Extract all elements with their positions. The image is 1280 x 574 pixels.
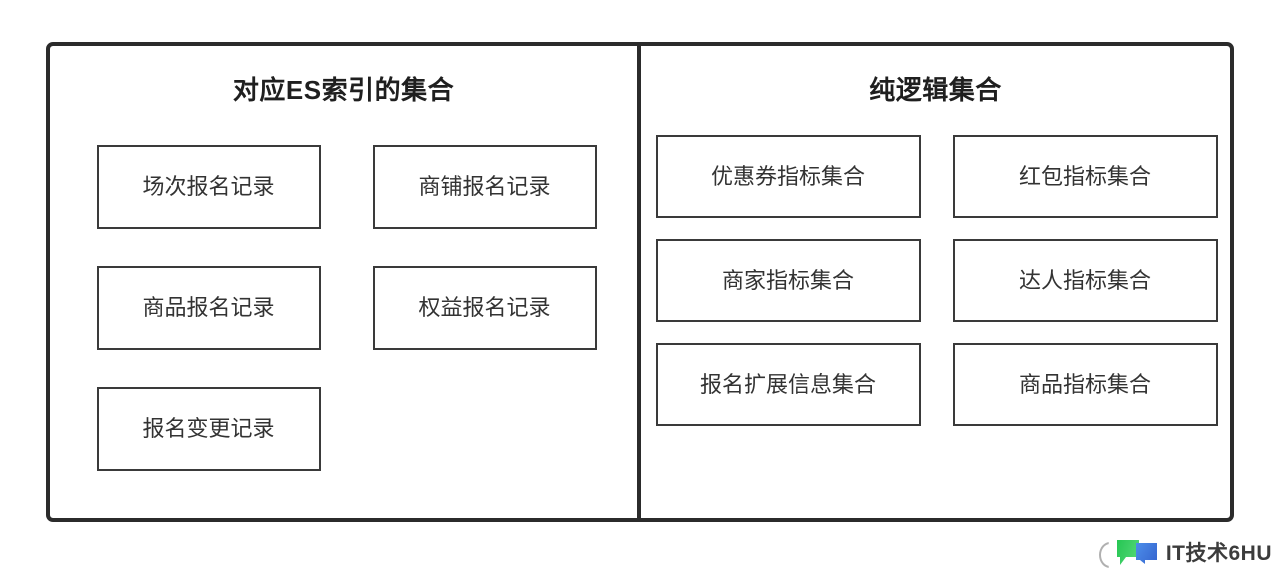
- collection-box[interactable]: 优惠券指标集合: [655, 135, 921, 219]
- watermark-text: IT技术6HU: [1165, 541, 1272, 565]
- speech-bubble-icon: [1115, 538, 1159, 568]
- collection-box[interactable]: 场次报名记录: [96, 145, 321, 230]
- box-grid-es-index-collections: 场次报名记录 商铺报名记录 商品报名记录 权益报名记录 报名变更记录: [50, 145, 637, 472]
- box-grid-pure-logic-collections: 优惠券指标集合 红包指标集合 商家指标集合 达人指标集合 报名扩展信息集合 商品…: [641, 135, 1230, 427]
- collection-box[interactable]: 商品报名记录: [96, 266, 321, 351]
- grid-empty-slot: [373, 387, 597, 471]
- collection-box[interactable]: 商铺报名记录: [372, 145, 597, 230]
- watermark: IT技术6HU: [1098, 538, 1272, 568]
- panel-es-index-collections: 对应ES索引的集合 场次报名记录 商铺报名记录 商品报名记录 权益报名记录 报名…: [46, 42, 639, 522]
- collections-diagram: 对应ES索引的集合 场次报名记录 商铺报名记录 商品报名记录 权益报名记录 报名…: [46, 42, 1234, 522]
- panel-title-es-index-collections: 对应ES索引的集合: [232, 75, 455, 105]
- collection-box[interactable]: 报名变更记录: [96, 387, 321, 472]
- collection-box[interactable]: 报名扩展信息集合: [655, 343, 921, 427]
- panel-pure-logic-collections: 纯逻辑集合 优惠券指标集合 红包指标集合 商家指标集合 达人指标集合 报名扩展信…: [639, 42, 1234, 522]
- collection-box[interactable]: 商品指标集合: [952, 343, 1218, 427]
- collection-box[interactable]: 商家指标集合: [655, 239, 921, 323]
- collection-box[interactable]: 权益报名记录: [372, 266, 597, 351]
- collection-box[interactable]: 达人指标集合: [952, 239, 1218, 323]
- panel-title-pure-logic-collections: 纯逻辑集合: [869, 75, 1002, 105]
- collection-box[interactable]: 红包指标集合: [952, 135, 1218, 219]
